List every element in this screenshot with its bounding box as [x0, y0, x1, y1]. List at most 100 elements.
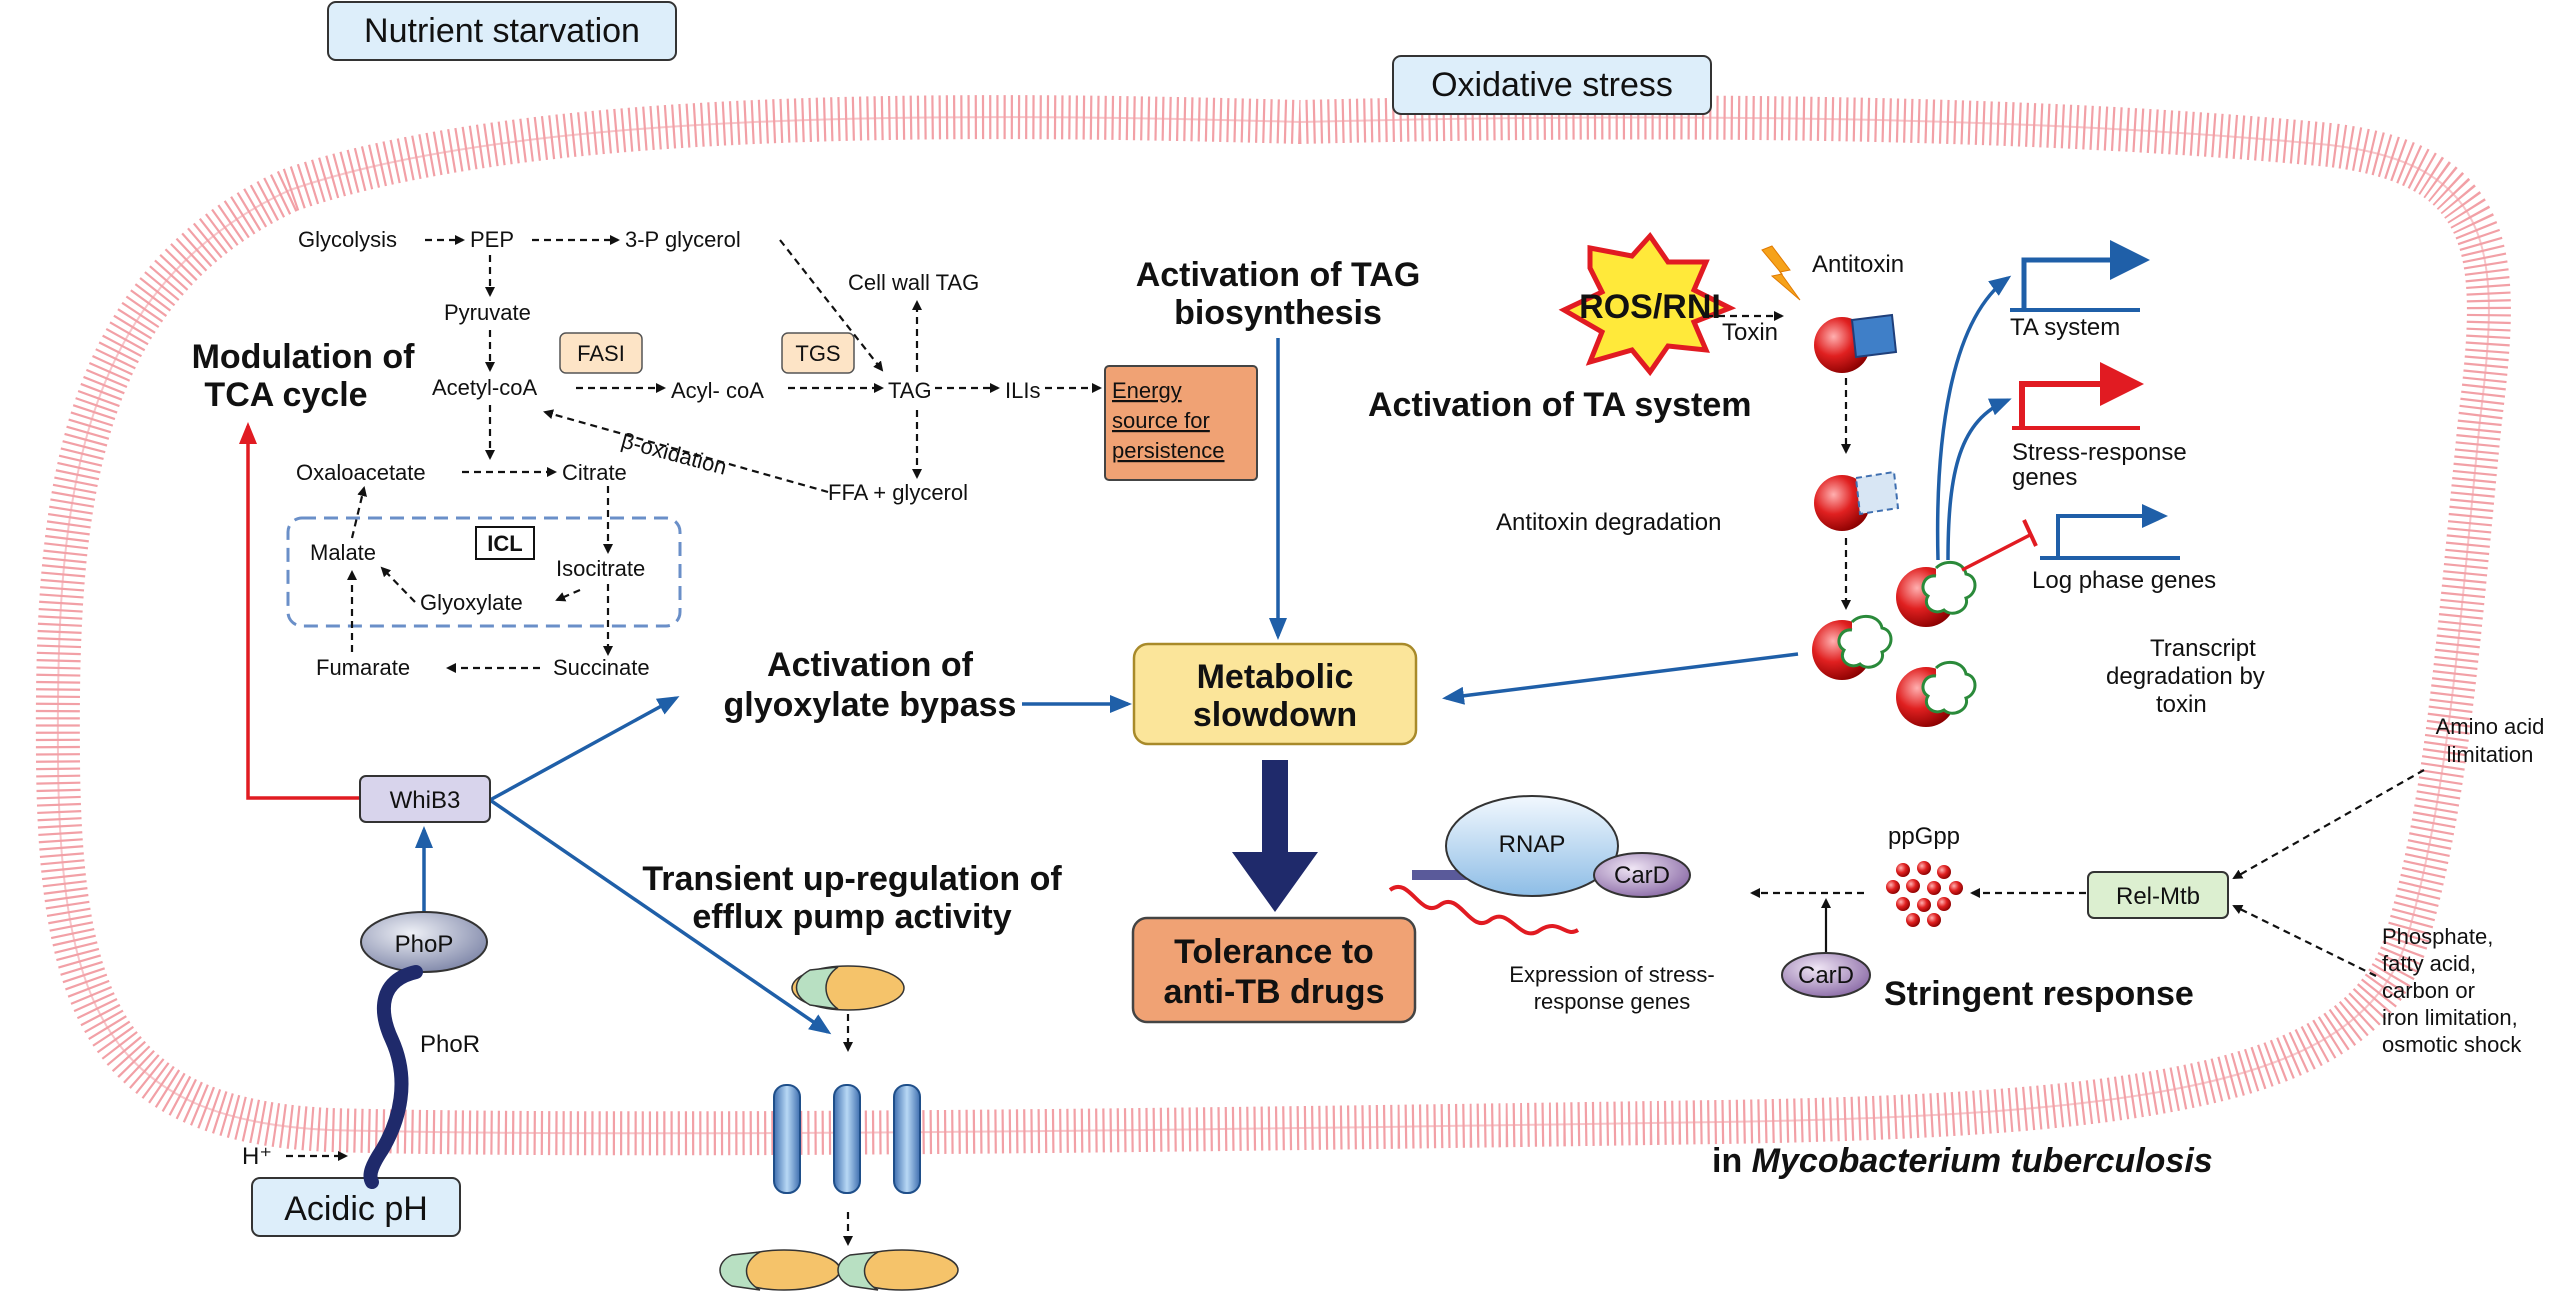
tgs-label: TGS — [795, 341, 840, 366]
citrate-label: Citrate — [562, 460, 627, 485]
glycolysis-label: Glycolysis — [298, 227, 397, 252]
energy-line-1: Energy — [1112, 378, 1182, 403]
amino-acid-arrow — [2232, 769, 2425, 879]
transient-efflux-line-1: Transient up-regulation of — [642, 860, 1062, 898]
ffa-glycerol-label: FFA + glycerol — [828, 480, 968, 505]
species-name: Mycobacterium tuberculosis — [1752, 1142, 2213, 1180]
ta-regulation-arrows — [1935, 275, 2038, 572]
log-phase-gene — [2040, 504, 2180, 560]
activation-glyoxylate-line-1: Activation of — [767, 646, 974, 684]
rel-mtb-box: Rel-Mtb — [2087, 871, 2229, 919]
activation-tag-line-2: biosynthesis — [1174, 294, 1382, 332]
3p-glycerol-label: 3-P glycerol — [625, 227, 741, 252]
card-free-label: CarD — [1798, 962, 1854, 989]
antitoxin-label: Antitoxin — [1812, 251, 1904, 278]
phosphate-line-5: osmotic shock — [2382, 1032, 2522, 1057]
oxidative-stress-label: Oxidative stress — [1431, 66, 1673, 104]
rnap-complex: RNAP CarD — [1445, 795, 1691, 898]
card-free: CarD — [1781, 952, 1871, 998]
activation-ta-label: Activation of TA system — [1368, 386, 1752, 424]
acetyl-coa-label: Acetyl-coA — [432, 375, 537, 400]
signaling-arrows — [239, 338, 1799, 1035]
whib3-label: WhiB3 — [390, 787, 461, 814]
slowdown-to-tolerance-arrow — [1232, 760, 1318, 912]
whib3-box: WhiB3 — [359, 775, 491, 823]
antitoxin-degradation-label: Antitoxin degradation — [1496, 509, 1722, 536]
nutrient-starvation-box: Nutrient starvation — [327, 1, 677, 61]
lightning-icon — [1761, 245, 1801, 301]
amino-acid-line-1: Amino acid — [2436, 714, 2545, 739]
ilis-label: ILIs — [1005, 378, 1040, 403]
stringent-response-label: Stringent response — [1884, 975, 2194, 1013]
energy-line-2: source for — [1112, 408, 1210, 433]
h-plus-label: H⁺ — [242, 1143, 272, 1170]
efflux-substrate-bottom-2 — [837, 1249, 959, 1291]
phosphate-line-1: Phosphate, — [2382, 924, 2493, 949]
fasi-box: FASI — [559, 332, 643, 374]
ta-complex-icon — [1814, 313, 1898, 373]
metabolic-arrows — [347, 235, 1102, 673]
mrna-transcript — [1388, 885, 1580, 936]
efflux-substrate-top — [791, 965, 905, 1011]
icl-label: ICL — [487, 531, 522, 556]
oxidative-stress-box: Oxidative stress — [1392, 55, 1712, 115]
phosphate-arrow — [2232, 905, 2377, 977]
acidic-ph-label: Acidic pH — [284, 1190, 428, 1228]
metabolic-slowdown-box: Metabolic slowdown — [1132, 642, 1418, 746]
toxin-mrna-2-icon — [1896, 560, 1977, 627]
species-caption: in Mycobacterium tuberculosis — [1712, 1142, 2213, 1180]
icl-box: ICL — [475, 526, 535, 560]
metabolic-slowdown-line-2: slowdown — [1193, 696, 1357, 734]
card-label: CarD — [1614, 862, 1670, 889]
rnap-label: RNAP — [1499, 831, 1566, 858]
toxin-mrna-3-icon — [1896, 660, 1977, 727]
pyruvate-label: Pyruvate — [444, 300, 531, 325]
transient-efflux-line-2: efflux pump activity — [692, 898, 1011, 936]
cell-membrane — [35, 95, 2511, 1156]
tgs-box: TGS — [781, 332, 855, 374]
nutrient-starvation-label: Nutrient starvation — [364, 12, 640, 50]
efflux-pump-channel — [773, 1084, 921, 1194]
phosphate-text: Phosphate, fatty acid, carbon or iron li… — [2382, 924, 2522, 1057]
phosphate-line-2: fatty acid, — [2382, 951, 2476, 976]
tolerance-line-1: Tolerance to — [1174, 933, 1374, 971]
ppgpp-label: ppGpp — [1888, 823, 1960, 850]
modulation-tca-line-1: Modulation of — [192, 338, 416, 376]
fasi-label: FASI — [577, 341, 625, 366]
energy-line-3: persistence — [1112, 438, 1225, 463]
malate-label: Malate — [310, 540, 376, 565]
stress-response-line-2: genes — [2012, 464, 2077, 491]
activation-tag-line-1: Activation of TAG — [1136, 256, 1421, 294]
metabolic-pathway: Glycolysis PEP 3-P glycerol Pyruvate Cel… — [296, 227, 1040, 680]
fumarate-label: Fumarate — [316, 655, 410, 680]
ta-system-gene — [2010, 240, 2150, 312]
stress-response-gene — [2012, 362, 2144, 430]
beta-oxidation-label: β-oxidation — [619, 428, 730, 480]
ppgpp-molecules-icon — [1886, 861, 1963, 927]
log-phase-label: Log phase genes — [2032, 567, 2216, 594]
ta-system-label: TA system — [2010, 314, 2120, 341]
stress-response-line-1: Stress-response — [2012, 439, 2187, 466]
tag-label: TAG — [888, 378, 932, 403]
acidic-ph-box: Acidic pH — [251, 1177, 461, 1237]
phor-label: PhoR — [420, 1031, 480, 1058]
ros-rni-burst: ROS/RNI — [1558, 231, 1737, 377]
rel-mtb-label: Rel-Mtb — [2116, 883, 2200, 910]
succinate-label: Succinate — [553, 655, 650, 680]
transcript-degradation-line-2: degradation by — [2106, 663, 2265, 690]
energy-source-box: Energy source for persistence — [1104, 365, 1258, 481]
tolerance-box: Tolerance to anti-TB drugs — [1131, 916, 1417, 1024]
toxin-mrna-1-icon — [1812, 614, 1893, 680]
toxin-label: Toxin — [1722, 319, 1778, 346]
amino-acid-line-2: limitation — [2447, 742, 2534, 767]
antitoxin-degrading-icon — [1814, 470, 1900, 531]
phop-label: PhoP — [395, 931, 454, 958]
metabolic-slowdown-line-1: Metabolic — [1197, 658, 1354, 696]
ros-rni-label: ROS/RNI — [1579, 288, 1721, 326]
transcript-degradation-line-3: toxin — [2156, 691, 2207, 718]
acyl-coa-label: Acyl- coA — [671, 378, 764, 403]
oxaloacetate-label: Oxaloacetate — [296, 460, 426, 485]
phosphate-line-4: iron limitation, — [2382, 1005, 2518, 1030]
phor-receptor — [363, 965, 423, 1189]
